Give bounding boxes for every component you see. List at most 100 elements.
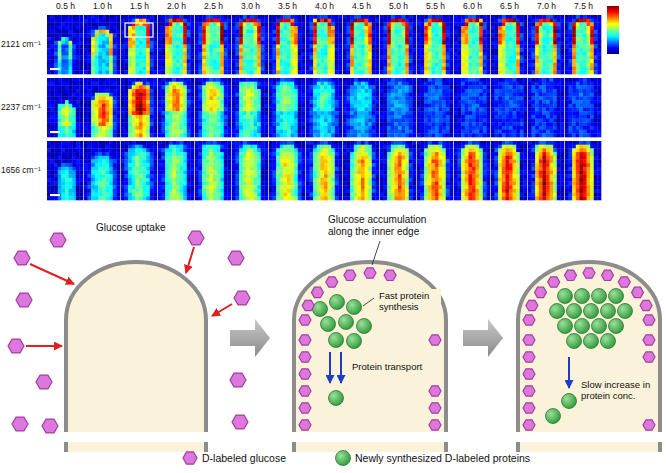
heatmap-pixel [172,56,176,60]
heatmap-pixel [280,70,284,74]
heatmap-pixel [465,56,469,60]
heatmap-pixel [486,19,490,23]
heatmap-pixel [291,48,295,52]
heatmap-pixel [331,22,335,26]
heatmap-pixel [338,45,342,49]
heatmap-pixel [61,48,65,52]
heatmap-pixel [365,26,369,30]
heatmap-pixel [361,70,365,74]
heatmap-pixel [357,56,361,60]
heatmap-pixel [343,41,347,45]
heatmap-pixel [442,41,446,45]
heatmap-pixel [384,19,388,23]
heatmap-pixel [125,48,129,52]
heatmap-pixel [243,37,247,41]
heatmap-pixel [310,67,314,71]
heatmap-pixel [121,22,125,26]
heatmap-pixel [317,70,321,74]
heatmap-pixel [320,26,324,30]
heatmap-pixel [283,30,287,34]
heatmap-pixel [261,33,265,37]
heatmap-pixel [209,37,213,41]
heatmap-pixel [227,45,231,49]
heatmap-pixel [320,56,324,60]
heatmap-pixel [391,19,395,23]
heatmap-pixel [250,37,254,41]
heatmap-pixel [243,70,247,74]
heatmap-pixel [343,67,347,71]
heatmap-pixel [54,45,58,49]
heatmap-pixel [491,56,495,60]
heatmap-pixel [224,30,228,34]
heatmap-pixel [461,70,465,74]
heatmap-pixel [76,22,80,26]
heatmap-pixel [461,45,465,49]
heatmap-pixel [257,56,261,60]
heatmap-pixel [310,59,314,63]
heatmap-pixel [502,67,506,71]
heatmap-pixel [468,67,472,71]
heatmap-pixel [165,22,169,26]
heatmap-pixel [428,33,432,37]
heatmap-pixel [79,59,83,63]
heatmap-pixel [491,37,495,41]
heatmap-pixel [187,37,191,41]
heatmap-pixel [421,59,425,63]
heatmap-pixel [465,15,469,19]
heatmap-pixel [273,52,277,56]
heatmap-pixel [261,15,265,19]
heatmap-pixel [387,70,391,74]
heatmap-pixel [88,37,92,41]
heatmap-pixel [505,19,509,23]
heatmap-pixel [387,33,391,37]
heatmap-pixel [246,33,250,37]
heatmap-pixel [121,30,125,34]
heatmap-pixel [354,48,358,52]
heatmap-pixel [320,70,324,74]
heatmap-pixel [486,56,490,60]
heatmap-pixel [298,52,302,56]
heatmap-pixel [236,37,240,41]
heatmap-pixel [257,45,261,49]
heatmap-pixel [84,33,88,37]
heatmap-pixel [121,48,125,52]
heatmap-pixel [372,15,376,19]
heatmap-pixel [224,48,228,52]
heatmap-pixel [109,22,113,26]
heatmap-pixel [217,30,221,34]
heatmap-pixel [361,41,365,45]
heatmap-pixel [409,26,413,30]
heatmap-pixel [324,63,328,67]
heatmap-pixel [365,37,369,41]
heatmap-pixel [195,56,199,60]
heatmap-pixel [98,67,102,71]
heatmap-pixel [135,19,139,23]
heatmap-pixel [195,33,199,37]
heatmap-pixel [483,41,487,45]
heatmap-pixel [435,22,439,26]
heatmap-pixel [176,52,180,56]
heatmap-pixel [361,52,365,56]
heatmap-pixel [431,52,435,56]
heatmap-pixel [128,59,132,63]
heatmap-pixel [217,56,221,60]
heatmap-pixel [313,26,317,30]
heatmap-pixel [54,56,58,60]
heatmap-pixel [446,48,450,52]
heatmap-pixel [384,56,388,60]
heatmap-pixel [313,45,317,49]
heatmap-pixel [313,22,317,26]
heatmap-pixel [372,41,376,45]
heatmap-pixel [217,63,221,67]
heatmap-pixel [502,52,506,56]
heatmap-pixel [409,30,413,34]
heatmap-pixel [313,70,317,74]
heatmap-pixel [98,48,102,52]
heatmap-pixel [246,52,250,56]
heatmap-pixel [269,22,273,26]
heatmap-pixel [61,19,65,23]
heatmap-pixel [180,48,184,52]
heatmap-pixel [291,26,295,30]
heatmap-pixel [384,59,388,63]
